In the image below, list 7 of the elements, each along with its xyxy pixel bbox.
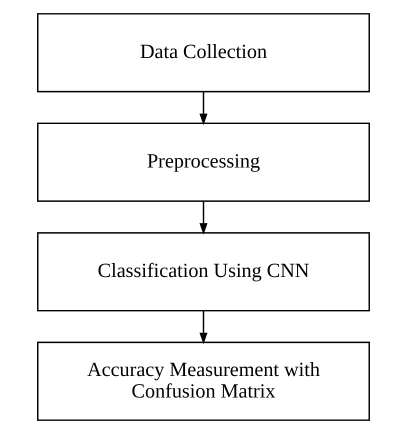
node-box: Preprocessing bbox=[36, 122, 370, 202]
arrow bbox=[198, 92, 208, 126]
node-box: Data Collection bbox=[36, 13, 370, 92]
arrow bbox=[198, 311, 208, 344]
node-box: Classification Using CNN bbox=[36, 232, 370, 312]
node-box: Accuracy Measurement with Confusion Matrix bbox=[36, 342, 370, 421]
arrow bbox=[198, 202, 208, 235]
